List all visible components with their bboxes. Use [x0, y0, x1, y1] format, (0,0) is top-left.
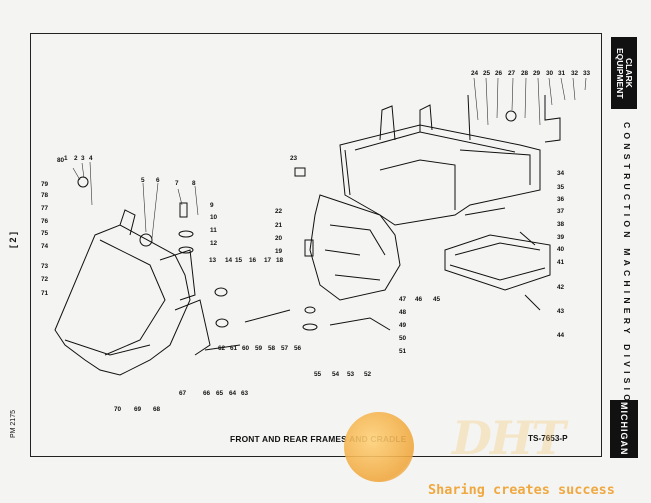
part-label: 51 — [399, 348, 407, 355]
part-label: 3 — [81, 155, 85, 162]
part-label: 13 — [209, 257, 217, 264]
part-label: 72 — [41, 276, 49, 283]
part-label: 44 — [557, 332, 565, 339]
leader-lines — [72, 77, 587, 239]
part-label: 53 — [347, 371, 355, 378]
part-label: 38 — [557, 221, 565, 228]
division-title: CONSTRUCTION MACHINERY DIVISION — [622, 122, 632, 416]
figure-caption: FRONT AND REAR FRAMES AND CRADLE — [230, 434, 407, 444]
part-label: 9 — [210, 202, 214, 209]
part-label: 54 — [332, 371, 340, 378]
part-label: 31 — [558, 70, 566, 77]
part-label: 7 — [175, 180, 179, 187]
part-label: 29 — [533, 70, 541, 77]
michigan-logo: MICHIGAN — [610, 400, 638, 458]
part-label: 27 — [508, 70, 516, 77]
part-label: 10 — [210, 214, 218, 221]
clark-logo-text: CLARK EQUIPMENT — [615, 47, 634, 99]
part-label: 40 — [557, 246, 565, 253]
watermark-badge — [344, 412, 414, 482]
part-label: 58 — [268, 345, 276, 352]
part-label: 21 — [275, 222, 283, 229]
part-label: 28 — [521, 70, 529, 77]
part-label: 57 — [281, 345, 289, 352]
part-label: 30 — [546, 70, 554, 77]
part-label: 20 — [275, 235, 283, 242]
part-label: 56 — [294, 345, 302, 352]
part-label: 34 — [557, 170, 565, 177]
part-label: 36 — [557, 196, 565, 203]
part-label: 24 — [471, 70, 479, 77]
part-label: 42 — [557, 284, 565, 291]
part-label: 5 — [141, 177, 145, 184]
part-label: 50 — [399, 335, 407, 342]
part-label: 22 — [275, 208, 283, 215]
part-label: 33 — [583, 70, 591, 77]
part-label: 62 — [218, 345, 226, 352]
part-label: 74 — [41, 243, 49, 250]
part-label: 73 — [41, 263, 49, 270]
part-label: 69 — [134, 406, 142, 413]
part-label: 61 — [230, 345, 238, 352]
part-label: 63 — [241, 390, 249, 397]
part-label: 75 — [41, 230, 49, 237]
frame-linework — [54, 94, 561, 376]
part-label: 23 — [290, 155, 298, 162]
part-label: 25 — [483, 70, 491, 77]
part-label: 2 — [74, 155, 78, 162]
part-label: 32 — [571, 70, 579, 77]
part-label: 26 — [495, 70, 503, 77]
part-label: 1 — [64, 155, 68, 162]
part-label: 48 — [399, 309, 407, 316]
part-label: 71 — [41, 290, 49, 297]
part-label: 14 — [225, 257, 233, 264]
watermark-slogan: Sharing creates success — [428, 482, 615, 498]
part-label: 37 — [557, 208, 565, 215]
part-label: 55 — [314, 371, 322, 378]
michigan-logo-text: MICHIGAN — [619, 402, 629, 456]
part-label: 39 — [557, 234, 565, 241]
watermark-logo: DHT — [452, 411, 566, 465]
part-label: 49 — [399, 322, 407, 329]
part-label: 66 — [203, 390, 211, 397]
part-label: 16 — [249, 257, 257, 264]
part-label: 18 — [276, 257, 284, 264]
part-label: 60 — [242, 345, 250, 352]
part-label: 46 — [415, 296, 423, 303]
clark-logo: CLARK EQUIPMENT — [611, 37, 637, 109]
drawing-frame — [30, 33, 602, 457]
part-label: 43 — [557, 308, 565, 315]
part-label: 47 — [399, 296, 407, 303]
figure-reference: TS-7653-P — [528, 434, 568, 443]
part-label: 19 — [275, 248, 283, 255]
part-label: 15 — [235, 257, 243, 264]
part-label: 79 — [41, 181, 49, 188]
part-label: 45 — [433, 296, 441, 303]
part-label: 52 — [364, 371, 372, 378]
part-label: 68 — [153, 406, 161, 413]
part-label: 64 — [229, 390, 237, 397]
part-label: 70 — [114, 406, 122, 413]
part-label: 6 — [156, 177, 160, 184]
part-label: 8 — [192, 180, 196, 187]
part-label: 76 — [41, 218, 49, 225]
part-label: 41 — [557, 259, 565, 266]
part-label: 4 — [89, 155, 93, 162]
part-label: 78 — [41, 192, 49, 199]
part-label: 35 — [557, 184, 565, 191]
part-label: 17 — [264, 257, 272, 264]
part-label: 80 — [57, 157, 65, 164]
part-label: 77 — [41, 205, 49, 212]
part-label: 65 — [216, 390, 224, 397]
part-label: 59 — [255, 345, 263, 352]
part-label: 11 — [210, 227, 217, 234]
part-label: 12 — [210, 240, 218, 247]
part-label: 67 — [179, 390, 187, 397]
